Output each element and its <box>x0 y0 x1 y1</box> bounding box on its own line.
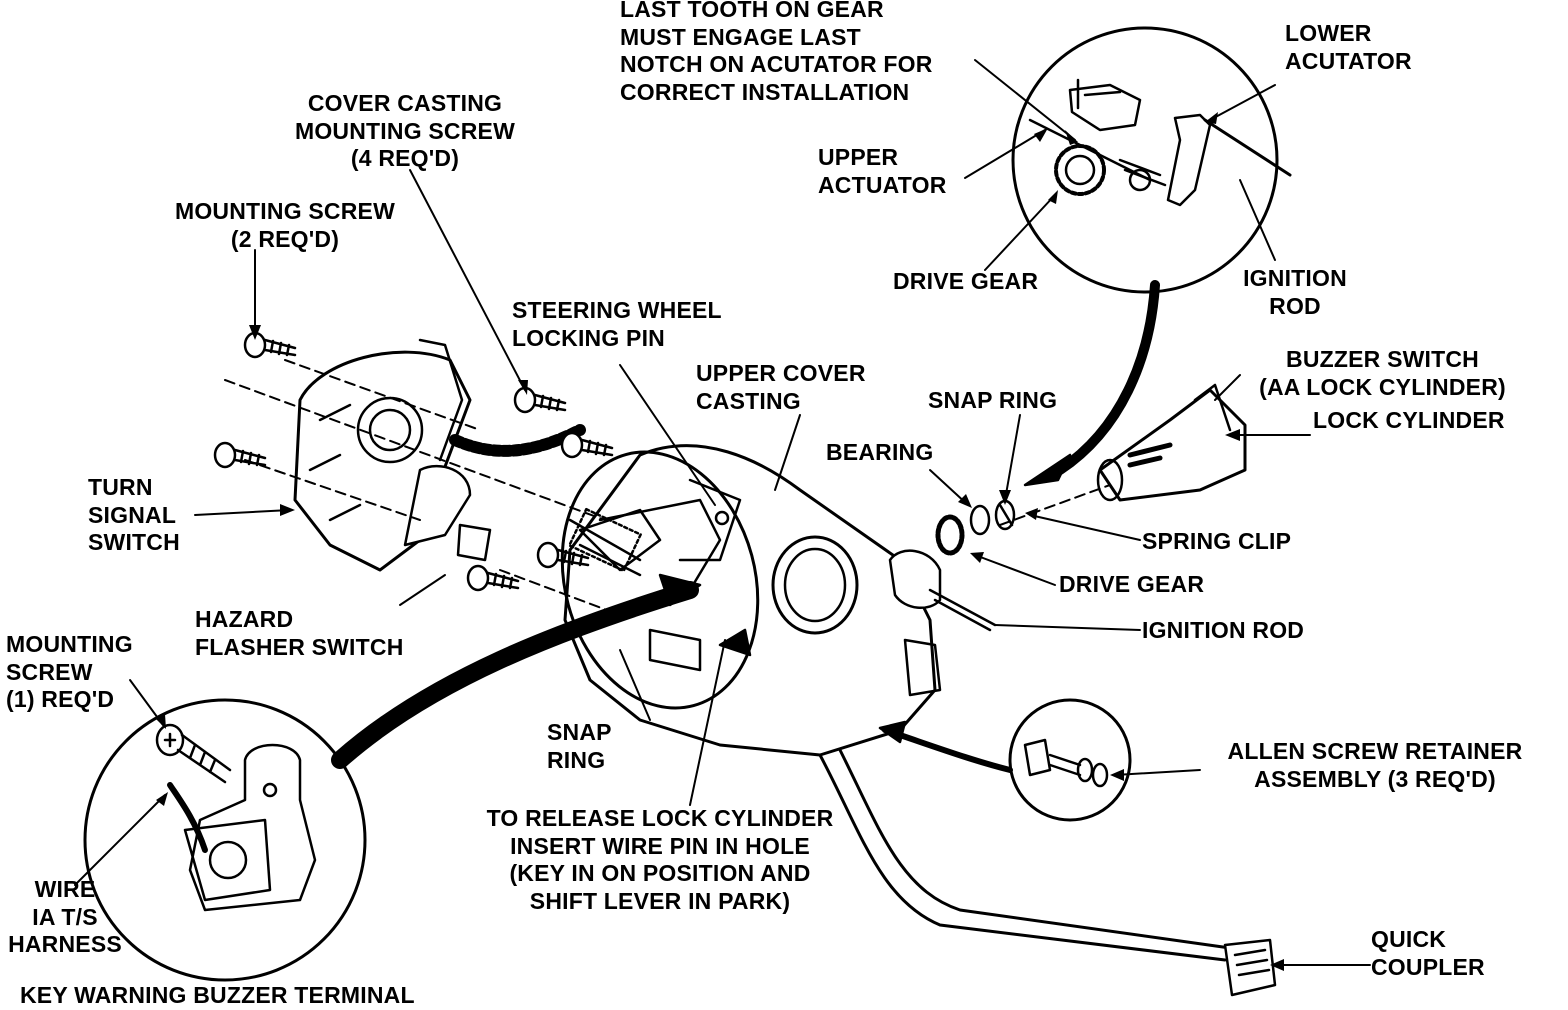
upper-cover-casting <box>560 444 937 757</box>
leader-lines <box>74 59 1371 966</box>
label-lower-actuator: LOWER ACUTATOR <box>1285 20 1412 74</box>
label-turn-signal-switch: TURN SIGNAL SWITCH <box>88 474 180 555</box>
label-last-tooth: LAST TOOTH ON GEAR MUST ENGAGE LAST NOTC… <box>620 0 933 105</box>
label-allen-screw: ALLEN SCREW RETAINER ASSEMBLY (3 REQ'D) <box>1227 738 1523 792</box>
wiring-harness <box>818 748 1232 962</box>
label-key-warning: KEY WARNING BUZZER TERMINAL <box>20 982 415 1008</box>
label-quick-coupler: QUICK COUPLER <box>1371 926 1485 980</box>
label-spring-clip: SPRING CLIP <box>1142 528 1292 554</box>
alignment-lines <box>224 359 1111 616</box>
label-lock-cylinder: LOCK CYLINDER <box>1313 407 1505 433</box>
label-ignition-rod: IGNITION ROD <box>1142 617 1305 643</box>
label-release-lock: TO RELEASE LOCK CYLINDER INSERT WIRE PIN… <box>486 805 834 914</box>
quick-coupler-part <box>1223 938 1277 997</box>
label-cover-casting-screw: COVER CASTING MOUNTING SCREW (4 REQ'D) <box>294 90 515 171</box>
label-snap-ring-center: SNAP RING <box>547 719 612 773</box>
terminal-arrow <box>331 581 699 769</box>
label-bearing: BEARING <box>826 439 934 465</box>
label-upper-cover-casting: UPPER COVER CASTING <box>696 360 866 414</box>
label-hazard-flasher: HAZARD FLASHER SWITCH <box>195 606 404 660</box>
label-drive-gear: DRIVE GEAR <box>1059 571 1205 597</box>
label-snap-ring-right: SNAP RING <box>928 387 1058 413</box>
label-mounting-screw-2: MOUNTING SCREW (2 REQ'D) <box>174 198 395 252</box>
label-drive-gear-top: DRIVE GEAR <box>893 268 1039 294</box>
label-wire-harness: WIRE IA T/S HARNESS <box>8 876 122 957</box>
label-steering-wheel-pin: STEERING WHEEL LOCKING PIN <box>512 297 722 351</box>
lock-housing-stub <box>888 549 942 609</box>
allen-screw-inset <box>1008 698 1132 822</box>
label-mounting-screw-1: MOUNTING SCREW (1) REQ'D <box>6 631 133 712</box>
label-ignition-rod-top: IGNITION ROD <box>1243 265 1347 319</box>
shaft-and-bearing <box>568 507 642 577</box>
screws <box>213 331 614 592</box>
inset-arrow <box>1055 280 1160 475</box>
label-upper-actuator: UPPER ACTUATOR <box>818 144 947 198</box>
allen-arrow <box>882 727 1013 773</box>
turn-signal-switch-part <box>293 338 492 572</box>
lock-cylinder-parts <box>935 383 1247 556</box>
label-buzzer-switch: BUZZER SWITCH (AA LOCK CYLINDER) <box>1259 346 1506 400</box>
arrowheads <box>155 112 1284 971</box>
actuator-detail-inset <box>1011 26 1292 294</box>
buzzer-terminal-inset <box>83 698 367 982</box>
